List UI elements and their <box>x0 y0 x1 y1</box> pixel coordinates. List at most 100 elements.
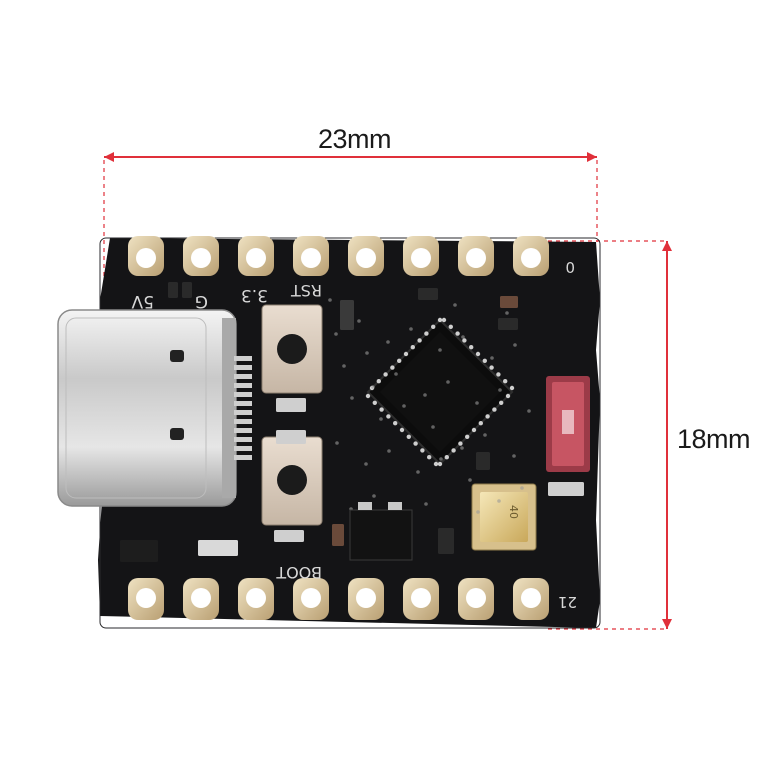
pad-hole <box>521 248 541 268</box>
chip-pin-dot <box>448 324 453 329</box>
chip-pin-dot <box>372 400 377 405</box>
usb-pin <box>234 392 252 397</box>
via <box>438 348 442 352</box>
via <box>416 470 420 474</box>
via <box>334 332 338 336</box>
pad-hole <box>191 248 211 268</box>
pin-label-21: 21 <box>558 593 577 611</box>
smd-part <box>498 318 518 330</box>
via <box>446 380 450 384</box>
via <box>357 319 361 323</box>
via <box>483 433 487 437</box>
chip-pin-dot <box>455 331 460 336</box>
smd-part <box>418 288 438 300</box>
via <box>431 425 435 429</box>
chip-pin-dot <box>489 365 494 370</box>
pad-hole <box>411 248 431 268</box>
chip-pin-dot <box>399 427 405 433</box>
pad-hole <box>191 588 211 608</box>
chip-pin-dot <box>458 441 463 446</box>
via <box>527 409 531 413</box>
rst-label: RST <box>291 281 322 300</box>
usb-pin <box>234 356 252 361</box>
chip-pin-dot <box>492 407 497 412</box>
usb-pin <box>234 383 252 388</box>
chip-pin-dot <box>417 338 422 343</box>
pin-label-3v3: 3.3 <box>241 285 268 305</box>
via <box>409 327 413 331</box>
chip-pin-dot <box>462 338 467 343</box>
smd-part <box>340 300 354 330</box>
via <box>461 335 465 339</box>
chip-pin-dot <box>499 400 504 405</box>
pin-label-g: G <box>195 291 208 311</box>
chip-pin-dot <box>475 351 481 357</box>
pad-hole <box>356 248 376 268</box>
via <box>453 303 457 307</box>
chip-pin-dot <box>469 345 474 350</box>
chip-pin-dot <box>485 414 490 419</box>
usb-pin <box>234 365 252 370</box>
smd-part <box>276 398 306 412</box>
chip-pin-dot <box>496 372 501 377</box>
smd-part <box>438 528 454 554</box>
pad-hole <box>136 588 156 608</box>
pad-hole <box>356 588 376 608</box>
via <box>372 494 376 498</box>
via <box>424 502 428 506</box>
width-dimension-label: 23mm <box>318 124 392 154</box>
top-castellated-pads <box>128 236 549 276</box>
via <box>476 510 480 514</box>
via <box>423 393 427 397</box>
silkscreen: 5V G 3.3 RST BOOT 0 21 <box>131 258 577 611</box>
usb-pin <box>234 410 252 415</box>
chip-pin-dot <box>420 448 425 453</box>
smd-part <box>500 296 518 308</box>
chip-pin-dot <box>444 455 449 460</box>
boot-button[interactable] <box>261 436 323 526</box>
via <box>475 401 479 405</box>
pad-hole <box>521 588 541 608</box>
usb-pin <box>234 428 252 433</box>
smd-part <box>548 482 584 496</box>
smd-part <box>274 530 304 542</box>
chip-pin-dot <box>503 379 508 384</box>
chip-pin-dot <box>427 455 432 460</box>
chip-pin-dot <box>403 351 409 357</box>
chip-pin-dot <box>390 365 395 370</box>
rst-button[interactable] <box>261 304 323 394</box>
usb-c-connector <box>57 309 237 507</box>
via <box>350 396 354 400</box>
smd-part <box>182 282 192 298</box>
pad-hole <box>466 588 486 608</box>
height-dimension-label: 18mm <box>677 424 751 454</box>
smd-part <box>168 282 178 298</box>
via <box>342 364 346 368</box>
height-dimension <box>548 240 672 630</box>
chip-pin-dot <box>471 427 477 433</box>
usb-pin-row <box>234 356 252 460</box>
chip-pin-dot <box>386 414 391 419</box>
chip-pin-dot <box>478 421 483 426</box>
via <box>512 454 516 458</box>
via <box>460 446 464 450</box>
via <box>402 404 406 408</box>
pad-hole <box>466 248 486 268</box>
via <box>335 441 339 445</box>
via <box>387 449 391 453</box>
chip-pin-dot <box>451 448 456 453</box>
chip-pin-dot <box>424 331 429 336</box>
chip-pin-dots <box>365 317 515 467</box>
bottom-castellated-pads <box>128 578 549 620</box>
chip-pin-dot <box>393 421 398 426</box>
crystal-marking: 40 <box>507 505 520 519</box>
chip-pin-dot <box>505 393 511 399</box>
chip-pin-dot <box>376 379 381 384</box>
chip-pin-dot <box>397 358 402 363</box>
pad-hole <box>301 248 321 268</box>
pad-hole <box>246 588 266 608</box>
pin-label-5v: 5V <box>131 291 154 311</box>
usb-pin <box>234 419 252 424</box>
chip-pin-dot <box>433 461 439 467</box>
